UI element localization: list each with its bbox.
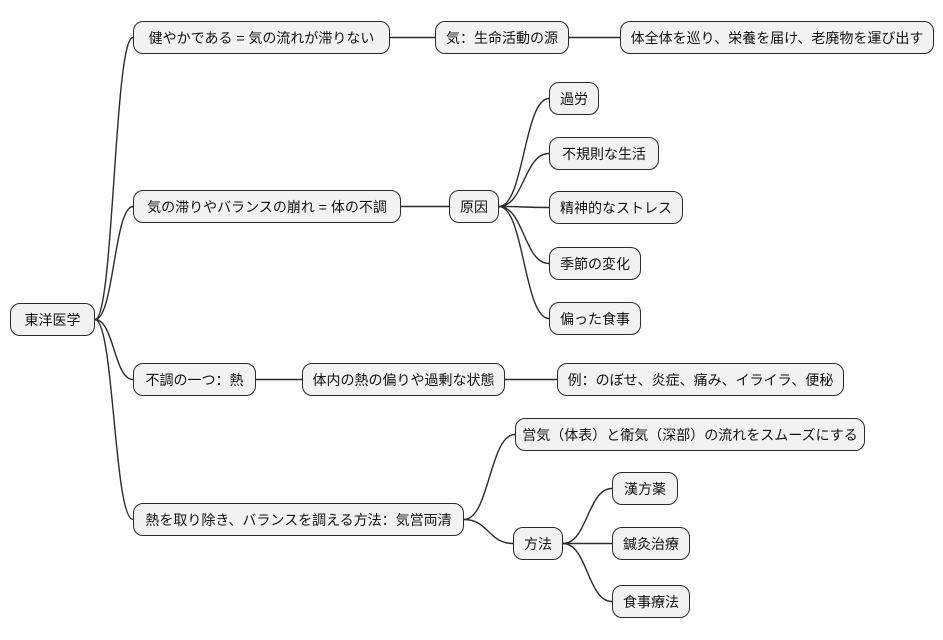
node-m1: 漢方薬	[612, 472, 678, 505]
node-b1: 健やかである = 気の流れが滞りない	[133, 21, 390, 54]
node-cause: 原因	[449, 190, 499, 223]
edge-root-b1	[94, 36, 134, 321]
edge-b4-method	[463, 518, 514, 545]
node-b1c1: 気：生命活動の源	[435, 21, 569, 54]
node-label: 原因	[460, 198, 488, 215]
node-o1: 過労	[549, 82, 599, 115]
node-o4: 季節の変化	[549, 247, 641, 280]
node-label: 鍼灸治療	[623, 535, 679, 552]
edge-b4-b4c1	[463, 433, 516, 521]
node-method: 方法	[513, 527, 563, 560]
node-b3g1: 例：のぼせ、炎症、痛み、イライラ、便秘	[557, 363, 844, 396]
node-label: 東洋医学	[24, 311, 81, 328]
node-label: 体全体を巡り、栄養を届け、老廃物を運び出す	[630, 29, 924, 46]
node-o5: 偏った食事	[549, 302, 641, 335]
edge-method-m3	[562, 542, 613, 603]
node-label: 漢方薬	[624, 480, 666, 497]
node-label: 営気（体表）と衛気（深部）の流れをスムーズにする	[522, 426, 858, 443]
node-label: 方法	[524, 535, 552, 552]
node-b3: 不調の一つ：熱	[133, 363, 256, 396]
node-label: 季節の変化	[560, 255, 630, 272]
node-b4: 熱を取り除き、バランスを調える方法：気営両清	[133, 503, 464, 536]
node-label: 不規則な生活	[562, 145, 646, 162]
node-b4c1: 営気（体表）と衛気（深部）の流れをスムーズにする	[515, 418, 865, 451]
node-label: 気の滞りやバランスの崩れ = 体の不調	[147, 198, 387, 215]
node-label: 健やかである = 気の流れが滞りない	[148, 29, 375, 46]
node-b1g1: 体全体を巡り、栄養を届け、老廃物を運び出す	[620, 21, 934, 54]
node-label: 過労	[560, 90, 588, 107]
node-b2: 気の滞りやバランスの崩れ = 体の不調	[133, 190, 401, 223]
node-label: 気：生命活動の源	[446, 29, 558, 46]
node-label: 偏った食事	[560, 310, 630, 327]
node-label: 食事療法	[623, 593, 679, 610]
node-label: 精神的なストレス	[560, 199, 672, 216]
node-o2: 不規則な生活	[549, 137, 659, 170]
node-root: 東洋医学	[10, 303, 95, 336]
edge-cause-o4	[498, 205, 550, 265]
edge-cause-o5	[498, 205, 550, 320]
node-m3: 食事療法	[612, 585, 690, 618]
node-o3: 精神的なストレス	[549, 191, 683, 224]
edge-cause-o3	[498, 205, 550, 209]
edge-root-b2	[94, 205, 134, 321]
node-m2: 鍼灸治療	[612, 527, 690, 560]
node-label: 不調の一つ：熱	[145, 371, 244, 388]
edge-root-b3	[94, 318, 134, 381]
edge-method-m1	[562, 487, 613, 545]
node-label: 熱を取り除き、バランスを調える方法：気営両清	[145, 511, 452, 528]
edge-cause-o1	[498, 97, 550, 208]
node-label: 体内の熱の偏りや過剰な状態	[312, 371, 495, 388]
edge-cause-o2	[498, 152, 550, 208]
edge-root-b4	[94, 318, 134, 521]
node-b3c1: 体内の熱の偏りや過剰な状態	[302, 363, 505, 396]
node-label: 例：のぼせ、炎症、痛み、イライラ、便秘	[567, 371, 834, 388]
